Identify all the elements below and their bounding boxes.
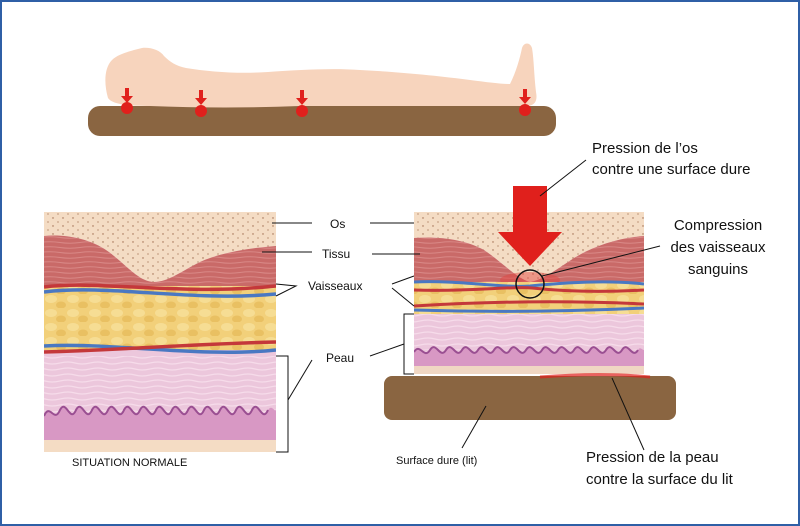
cross-section-normal xyxy=(44,212,276,452)
skin-layer-compressed xyxy=(414,314,644,350)
vessel-upper-blue-compressed xyxy=(414,280,644,288)
vessel-lower-red xyxy=(44,340,276,354)
vessel-lower-red-compressed xyxy=(414,300,644,308)
patient-body xyxy=(105,43,537,108)
vessel-lower-blue xyxy=(44,343,276,355)
label-bone-pressure-2: contre une surface dure xyxy=(592,161,750,178)
label-peau: Peau xyxy=(326,351,354,365)
label-situation-normale: SITUATION NORMALE xyxy=(72,457,187,469)
pressure-arrow-icon xyxy=(498,186,562,266)
hard-surface-bed xyxy=(384,376,676,420)
label-compression-2: des vaisseaux xyxy=(670,239,766,256)
tissue-layer-compressed xyxy=(414,236,644,284)
vessel-upper-blue xyxy=(44,288,276,298)
label-vaisseaux: Vaisseaux xyxy=(308,279,362,293)
vessel-upper-red-compressed xyxy=(414,286,644,293)
vessel-lower-blue-compressed xyxy=(414,306,644,313)
pressure-point-back xyxy=(195,90,207,117)
patient-illustration xyxy=(88,43,556,136)
tissue-layer xyxy=(44,235,276,290)
label-skin-pressure-2: contre la surface du lit xyxy=(586,471,734,488)
label-compression-1: Compression xyxy=(674,217,762,234)
compression-highlight-circle xyxy=(515,269,545,299)
label-tissu: Tissu xyxy=(322,247,350,261)
pressure-point-head xyxy=(121,88,133,114)
label-bone-pressure-1: Pression de l’os xyxy=(592,140,698,157)
label-compression-3: sanguins xyxy=(688,261,748,278)
vessel-upper-red xyxy=(44,283,276,292)
leader-lines xyxy=(262,159,661,453)
pressure-point-sacrum xyxy=(296,90,308,117)
mattress-top xyxy=(88,106,556,136)
label-os: Os xyxy=(330,217,345,231)
pressure-point-heel xyxy=(519,89,531,116)
label-hard-surface: Surface dure (lit) xyxy=(396,455,477,467)
label-skin-pressure-1: Pression de la peau xyxy=(586,449,719,466)
